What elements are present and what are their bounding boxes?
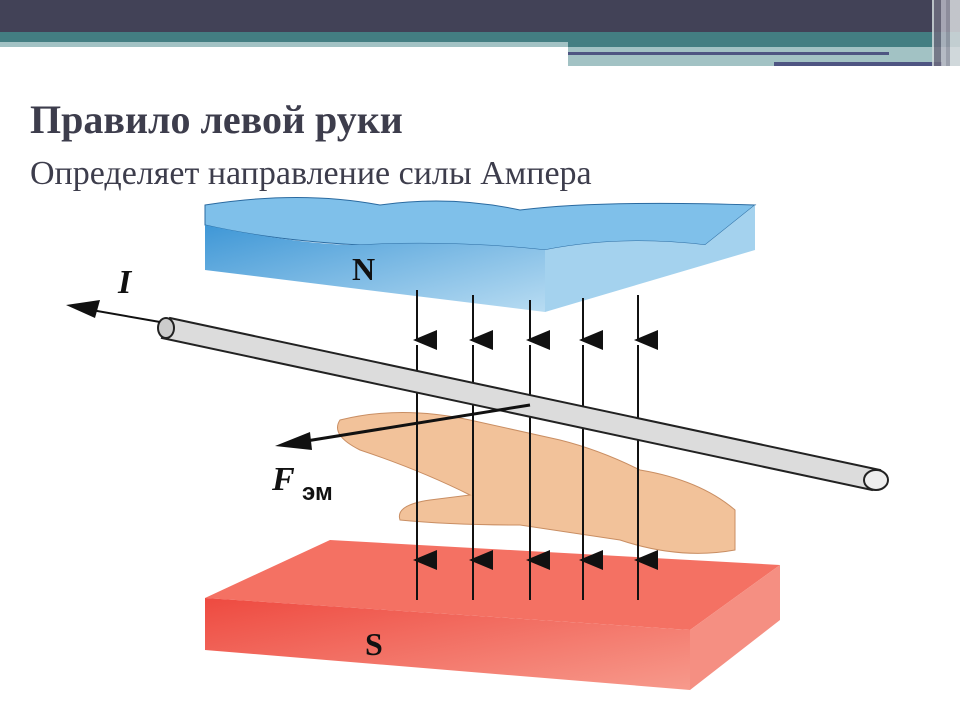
header-accent-line — [568, 52, 889, 55]
south-magnet — [205, 540, 780, 690]
south-label: S — [365, 626, 383, 662]
north-magnet — [204, 197, 757, 312]
header-bar-light — [0, 42, 568, 47]
slide-title: Правило левой руки — [30, 97, 403, 142]
slide-subtitle: Определяет направление силы Ампера — [30, 155, 592, 192]
conductor-rod — [157, 316, 889, 492]
north-label: N — [352, 251, 375, 287]
current-label: I — [117, 264, 133, 301]
header-bar-light-right — [568, 47, 960, 66]
header-accent-line — [774, 62, 942, 66]
header-stripes — [932, 0, 960, 66]
left-hand — [337, 412, 736, 554]
current-arrowhead — [66, 300, 100, 318]
force-subscript: эм — [302, 479, 333, 506]
force-arrowhead — [275, 432, 312, 450]
force-label: F — [271, 461, 295, 498]
force-arrow — [299, 403, 531, 444]
header-bar-dark — [0, 0, 960, 32]
